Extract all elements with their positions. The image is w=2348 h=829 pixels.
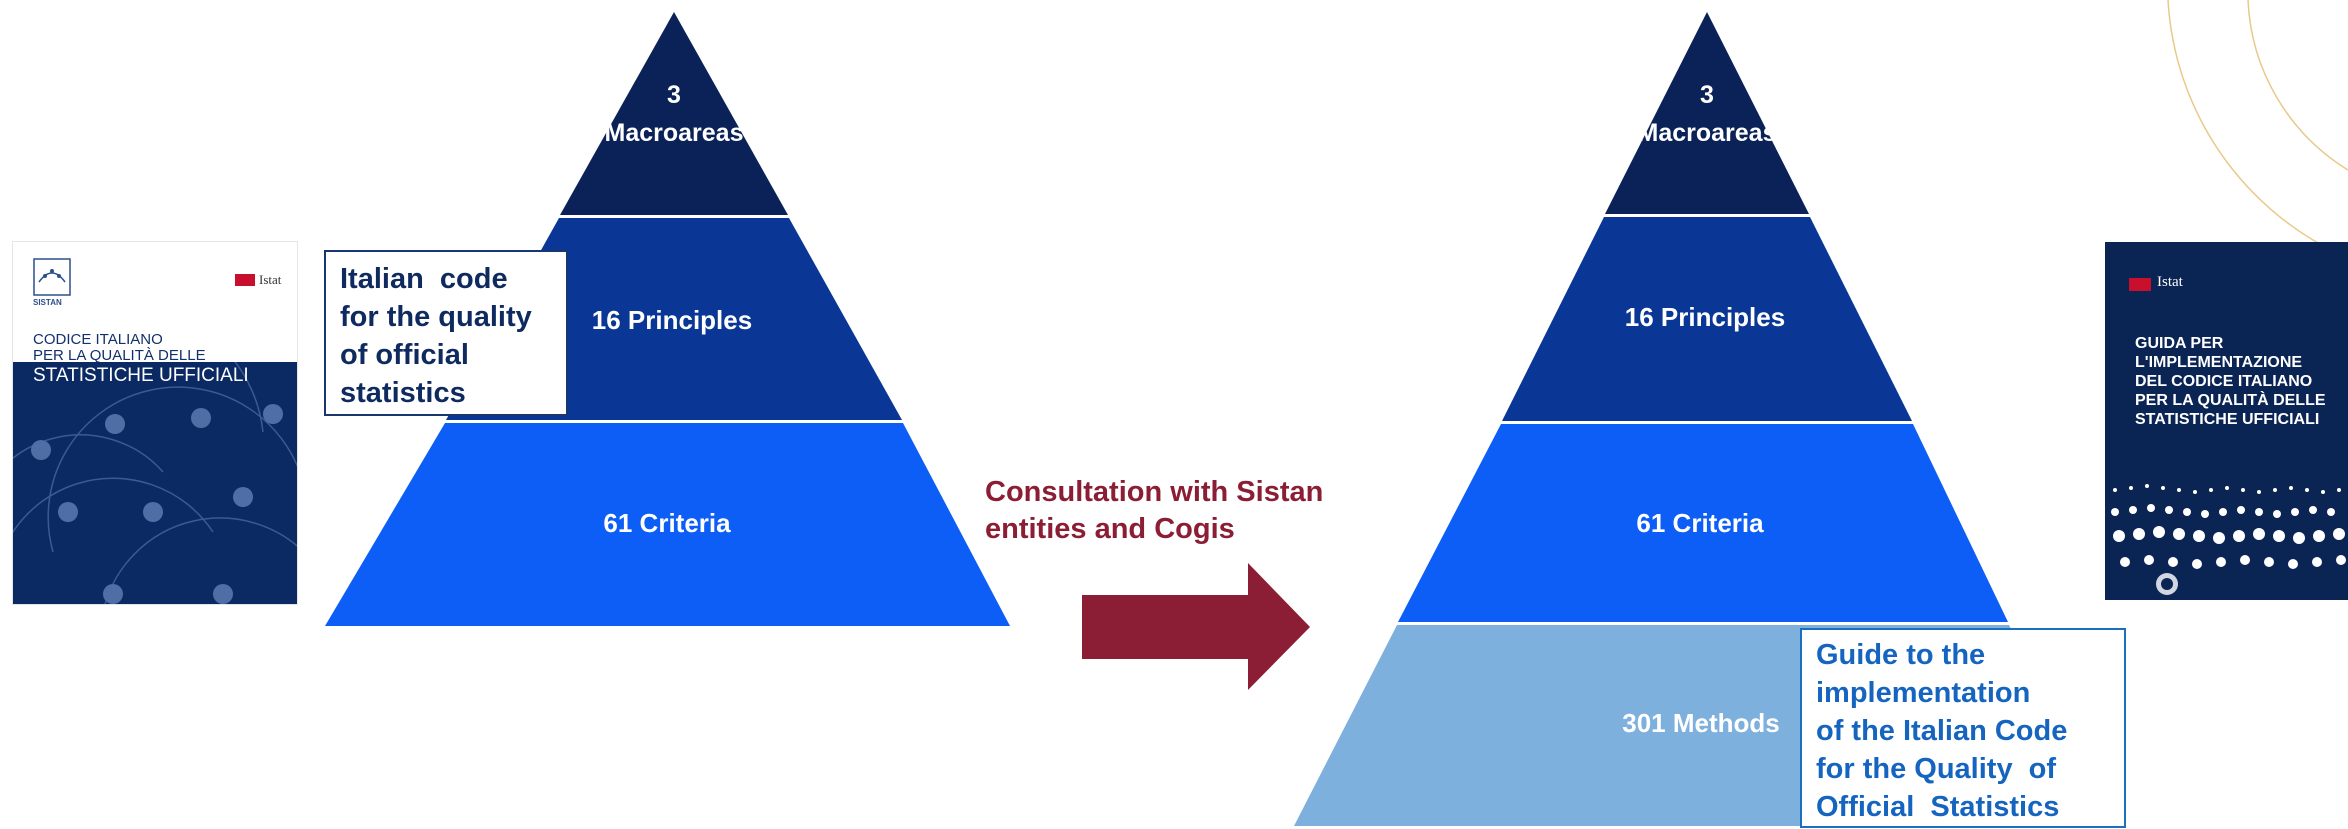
pyramid-right-level-principles — [1502, 217, 1912, 421]
pyramid-left-label-3: 3 — [667, 81, 681, 109]
cover-right-title: GUIDA PER L'IMPLEMENTAZIONE DEL CODICE I… — [2135, 335, 2326, 428]
guide-label-box: Guide to the implementation of the Itali… — [1800, 628, 2126, 828]
guide-label-line-3: of the Italian Code — [1816, 715, 2068, 747]
italian-code-label-line-3: of official — [340, 339, 469, 371]
pyramid-left-label-macroareas: Macroareas — [605, 119, 744, 147]
cover-left-publisher: Istat — [259, 272, 282, 287]
arrow-right-icon — [1082, 563, 1310, 690]
italian-code-label-box: Italian code for the quality of official… — [324, 250, 568, 416]
sistan-logo-icon — [33, 258, 71, 296]
pyramid-left-label-principles: 16 Principles — [592, 305, 752, 335]
pyramid-left-label-criteria: 61 Criteria — [603, 508, 731, 538]
cover-left-title-main: STATISTICHE UFFICIALI — [33, 365, 249, 386]
pyramid-right-label-methods: 301 Methods — [1622, 708, 1780, 738]
consultation-text-line-1: Consultation with Sistan — [985, 476, 1324, 508]
guide-label-line-2: implementation — [1816, 677, 2031, 709]
pyramid-right-label-criteria: 61 Criteria — [1636, 508, 1764, 538]
guide-label-line-4: for the Quality of — [1816, 753, 2057, 785]
halftone-pattern-icon — [2105, 470, 2348, 600]
istat-logo-icon — [235, 274, 255, 286]
guide-label-line-5: Official Statistics — [1816, 791, 2060, 823]
pyramid-right-level-criteria — [1398, 424, 2008, 622]
pyramid-right-level-macroareas — [1605, 12, 1809, 214]
cover-left-codice: SISTAN Istat CODICE ITALIANO PER LA QUAL… — [13, 242, 297, 604]
italian-code-label-line-2: for the quality — [340, 301, 532, 333]
istat-logo-icon — [2129, 278, 2151, 291]
pyramid-left-level-macroareas — [560, 12, 788, 215]
cover-left-title-top: CODICE ITALIANO PER LA QUALITÀ DELLE — [33, 331, 206, 364]
consultation-text: Consultation with Sistan entities and Co… — [985, 474, 1385, 548]
pyramid-right-label-3: 3 — [1700, 81, 1714, 109]
network-pattern-icon — [13, 362, 297, 604]
pyramid-right-label-principles: 16 Principles — [1625, 302, 1785, 332]
cover-right-publisher: Istat — [2157, 274, 2183, 290]
decorative-arc — [2167, 0, 2348, 259]
cover-right-guida: Istat GUIDA PER L'IMPLEMENTAZIONE DEL CO… — [2105, 242, 2348, 600]
italian-code-label-line-1: Italian code — [340, 263, 508, 295]
cover-left-logo-name: SISTAN — [33, 298, 62, 307]
consultation-text-line-2: entities and Cogis — [985, 513, 1235, 545]
pyramid-left-level-criteria — [325, 423, 1010, 626]
cover-left-pattern — [13, 362, 297, 604]
italian-code-label-line-4: statistics — [340, 377, 466, 409]
guide-label-line-1: Guide to the — [1816, 639, 1986, 671]
pyramid-right-label-macroareas: Macroareas — [1638, 119, 1777, 147]
